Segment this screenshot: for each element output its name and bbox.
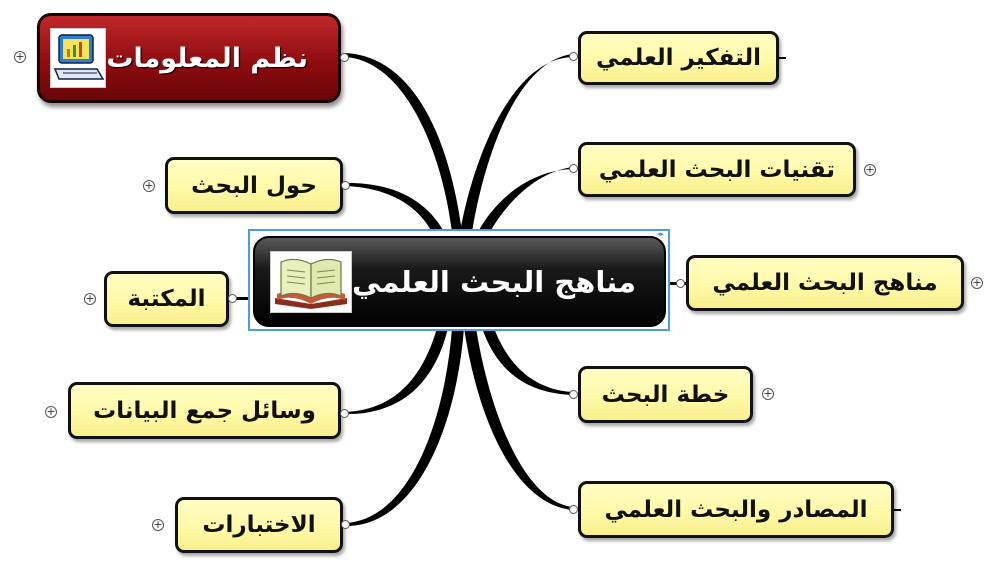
connector-maktaba: [230, 297, 250, 300]
topic-wasail-jam-al-bayanat[interactable]: وسائل جمع البيانات: [68, 382, 341, 439]
connector-port: [341, 181, 350, 190]
expand-icon[interactable]: +: [971, 276, 983, 289]
connector-nazm: [345, 53, 462, 232]
computer-chart-icon: [50, 28, 107, 88]
connector-port: [569, 52, 578, 61]
topic-label: مناهج البحث العلمي: [712, 270, 938, 296]
expand-icon[interactable]: +: [762, 387, 774, 400]
connector-wasail: [345, 328, 448, 415]
topic-taqniyat-al-bahth[interactable]: تقنيات البحث العلمي: [578, 142, 856, 197]
connector-tafkir: [460, 54, 573, 232]
expand-icon[interactable]: +: [45, 405, 57, 418]
connector-port: [676, 279, 685, 288]
connector-port: [569, 505, 578, 514]
connector-port: [340, 409, 349, 418]
topic-al-masadir[interactable]: المصادر والبحث العلمي: [578, 481, 894, 538]
topic-label: تقنيات البحث العلمي: [598, 156, 836, 183]
topic-label: المصادر والبحث العلمي: [604, 496, 868, 523]
connector-hawl: [345, 182, 444, 232]
connector-port: [569, 164, 578, 173]
connector-port: [228, 294, 237, 303]
topic-label: حول البحث: [191, 172, 317, 199]
topic-al-ikhtibarat[interactable]: الاختبارات: [175, 497, 343, 553]
expand-icon[interactable]: +: [152, 518, 164, 531]
topic-label: التفكير العلمي: [595, 45, 762, 71]
topic-label: خطة البحث: [601, 381, 730, 408]
topic-al-maktaba[interactable]: المكتبة: [104, 271, 229, 327]
topic-nazm-al-maalumat[interactable]: نظم المعلومات: [37, 13, 341, 103]
connector-port: [341, 520, 350, 529]
expand-icon[interactable]: +: [14, 50, 26, 63]
connector-khitta: [482, 328, 573, 395]
topic-label: وسائل جمع البيانات: [93, 397, 316, 424]
central-topic[interactable]: مناهج البحث العلمي: [253, 236, 666, 327]
resize-handle-icon[interactable]: ◂▸: [656, 230, 664, 238]
expand-icon[interactable]: +: [143, 179, 155, 192]
topic-label: نظم المعلومات: [106, 42, 308, 74]
topic-hawl-al-bahth[interactable]: حول البحث: [165, 157, 343, 214]
open-book-icon: [270, 250, 353, 313]
topic-label: الاختبارات: [202, 512, 316, 538]
expand-icon[interactable]: +: [84, 292, 96, 305]
topic-label: المكتبة: [127, 286, 206, 312]
central-topic-label: مناهج البحث العلمي: [352, 264, 636, 299]
connector-ikhtibarat: [345, 328, 464, 527]
connector-port: [340, 53, 349, 62]
connector-masadir: [464, 328, 573, 510]
topic-al-tafkir-al-ilmi[interactable]: التفكير العلمي: [578, 31, 779, 85]
expand-icon[interactable]: +: [864, 163, 876, 176]
connector-port: [569, 390, 578, 399]
topic-manahij-al-bahth[interactable]: مناهج البحث العلمي: [686, 255, 964, 311]
topic-khittat-al-bahth[interactable]: خطة البحث: [578, 366, 753, 423]
connector-taqniyat: [478, 167, 573, 232]
